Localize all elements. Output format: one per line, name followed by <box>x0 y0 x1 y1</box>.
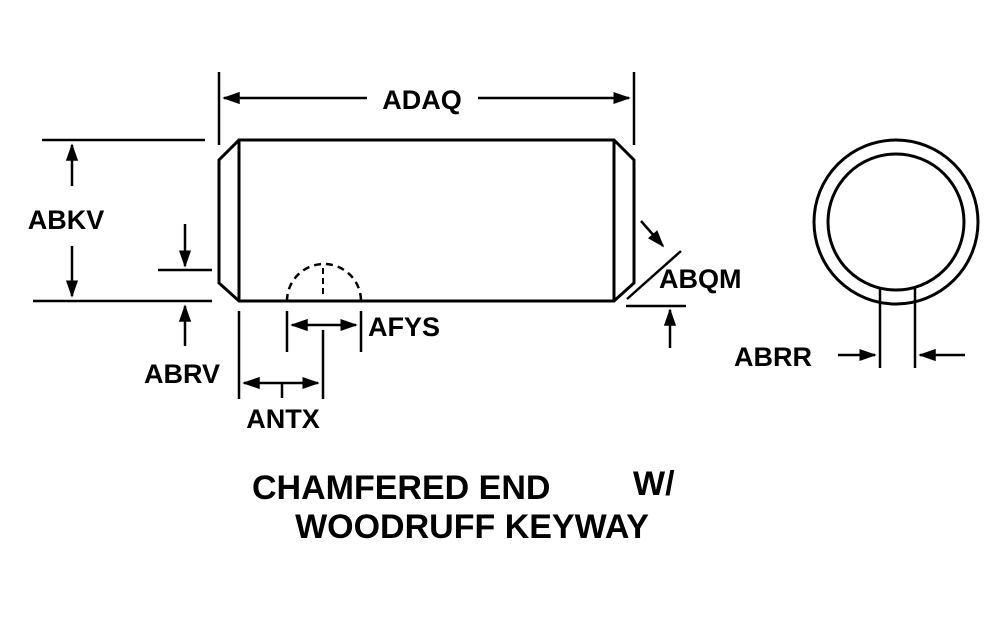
dimension-abkv <box>33 138 212 303</box>
label-abrv: ABRV <box>144 359 220 389</box>
label-adaq: ADAQ <box>382 85 462 115</box>
end-view-outer-circle <box>812 138 980 306</box>
caption-line-2: WOODRUFF KEYWAY <box>295 508 649 546</box>
pin-end-view <box>812 138 980 306</box>
dimension-abrr <box>838 287 965 368</box>
label-antx: ANTX <box>246 404 320 434</box>
abqm-chamfer-extension <box>626 250 682 300</box>
label-abrr: ABRR <box>734 342 812 372</box>
dimension-afys <box>285 311 363 352</box>
label-abkv: ABKV <box>28 205 105 235</box>
pin-outline <box>217 138 636 303</box>
woodruff-keyway-hidden <box>285 262 363 302</box>
dimension-abqm <box>626 220 686 348</box>
caption-line-1-suffix: W/ <box>633 465 675 503</box>
label-abqm: ABQM <box>659 264 742 294</box>
dimension-abrv <box>158 224 212 346</box>
pin-side-view <box>217 138 636 303</box>
dimension-adaq <box>217 72 636 145</box>
label-afys: AFYS <box>368 312 440 342</box>
dimension-antx <box>237 311 325 399</box>
abqm-arrow-diagonal <box>640 220 665 248</box>
caption-line-1: CHAMFERED END <box>252 469 550 507</box>
end-view-inner-circle <box>826 152 966 292</box>
